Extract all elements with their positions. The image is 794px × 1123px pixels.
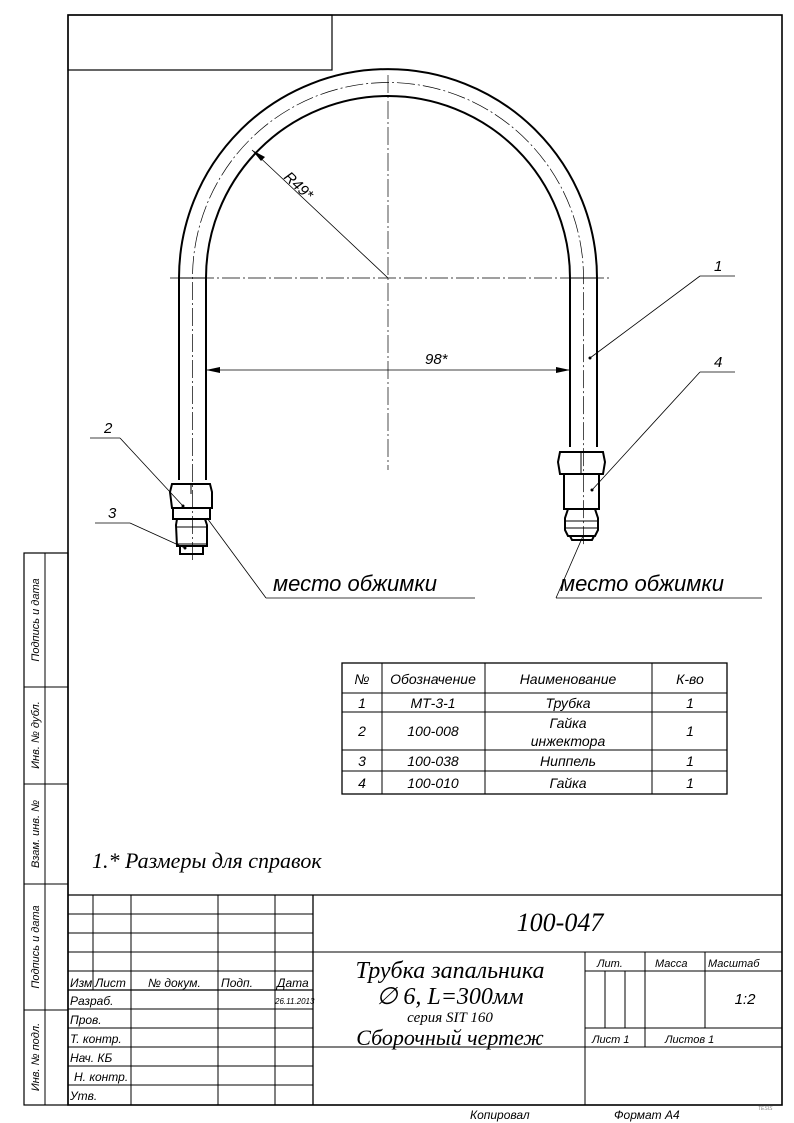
role-label: Пров.	[70, 1013, 102, 1027]
drawing-series: серия SIT 160	[407, 1010, 493, 1026]
radius-dimension: R49*	[251, 149, 389, 279]
table-cell: 3	[358, 753, 366, 769]
radius-dimension-label: R49*	[280, 168, 317, 204]
side-strip: Подпись и дата Инв. № дубл. Взам. инв. №…	[23, 552, 69, 1106]
width-dimension: 98*	[206, 351, 570, 373]
crimp-callout-left: место обжимки	[206, 517, 475, 599]
drawing-designation: 100-047	[517, 908, 605, 937]
table-cell: МТ-3-1	[410, 695, 455, 711]
sheet-count: Листов 1	[664, 1034, 714, 1046]
role-label: Утв.	[69, 1089, 97, 1103]
table-cell: 100-010	[407, 775, 459, 791]
callout-label: 1	[714, 258, 722, 275]
role-label: Нач. КБ	[70, 1051, 112, 1065]
table-cell: 1	[686, 775, 694, 791]
callout-2: 2	[90, 420, 185, 508]
left-fitting	[168, 483, 213, 555]
col-header: Лист	[94, 976, 126, 990]
table-cell: 2	[357, 723, 366, 739]
col-header: Подп.	[221, 976, 253, 990]
top-left-stamp-box	[67, 14, 333, 71]
col-header: Изм	[70, 976, 92, 990]
table-cell: 1	[358, 695, 366, 711]
callout-1: 1	[588, 258, 735, 360]
table-cell: 100-008	[407, 723, 459, 739]
table-cell: Ниппель	[540, 753, 596, 769]
drawing-type: Сборочный чертеж	[356, 1025, 544, 1050]
table-cell: Трубка	[546, 695, 591, 711]
side-label: Взам. инв. №	[30, 800, 42, 868]
side-label: Подпись и дата	[30, 905, 42, 988]
callout-label: 2	[103, 420, 113, 437]
scale-value: 1:2	[735, 991, 757, 1008]
crimp-label: место обжимки	[273, 571, 437, 596]
callout-3: 3	[95, 505, 187, 550]
table-header: Наименование	[520, 671, 617, 687]
col-header: Дата	[275, 976, 309, 990]
table-cell: 100-038	[407, 753, 459, 769]
lit-label: Лит.	[596, 958, 623, 970]
mass-label: Масса	[655, 958, 688, 970]
callout-4: 4	[590, 354, 735, 492]
table-cell: 4	[358, 775, 366, 791]
table-cell: инжектора	[531, 733, 606, 749]
title-block: 100-047 Трубка запальника ∅ 6, L=300мм с…	[68, 894, 782, 1105]
format-label: Формат А4	[614, 1108, 680, 1122]
tube	[170, 68, 610, 560]
callout-label: 4	[714, 354, 722, 371]
side-label: Инв. № дубл.	[30, 701, 42, 769]
role-label: Т. контр.	[70, 1032, 122, 1046]
parts-table: № Обозначение Наименование К-во 1 МТ-3-1…	[341, 662, 728, 795]
table-cell: 1	[686, 723, 694, 739]
sheet-number: Лист 1	[591, 1034, 630, 1046]
copied-label: Копировал	[470, 1108, 530, 1122]
table-cell: 1	[686, 753, 694, 769]
col-header: № докум.	[148, 976, 201, 990]
date-value: 26.11.2013	[274, 997, 315, 1006]
software-mark: TESIS	[758, 1106, 773, 1112]
width-dimension-label: 98*	[425, 351, 449, 368]
table-header: №	[354, 671, 369, 687]
scale-label: Масштаб	[708, 958, 760, 970]
table-cell: 1	[686, 695, 694, 711]
crimp-callout-right: место обжимки	[555, 535, 762, 599]
table-cell: Гайка	[549, 715, 586, 731]
sheet-frame	[67, 14, 783, 1106]
role-label: Н. контр.	[74, 1070, 128, 1084]
drawing-title: Трубка запальника	[355, 958, 544, 984]
side-label: Инв. № подл.	[30, 1023, 42, 1091]
reference-note: 1.* Размеры для справок	[92, 848, 322, 873]
side-label: Подпись и дата	[30, 578, 42, 661]
table-header: Обозначение	[390, 671, 476, 687]
callout-label: 3	[108, 505, 117, 522]
table-cell: Гайка	[549, 775, 586, 791]
table-header: К-во	[676, 671, 704, 687]
crimp-label: место обжимки	[560, 571, 724, 596]
drawing-title: ∅ 6, L=300мм	[376, 984, 523, 1010]
right-fitting	[556, 451, 607, 541]
role-label: Разраб.	[70, 994, 113, 1008]
